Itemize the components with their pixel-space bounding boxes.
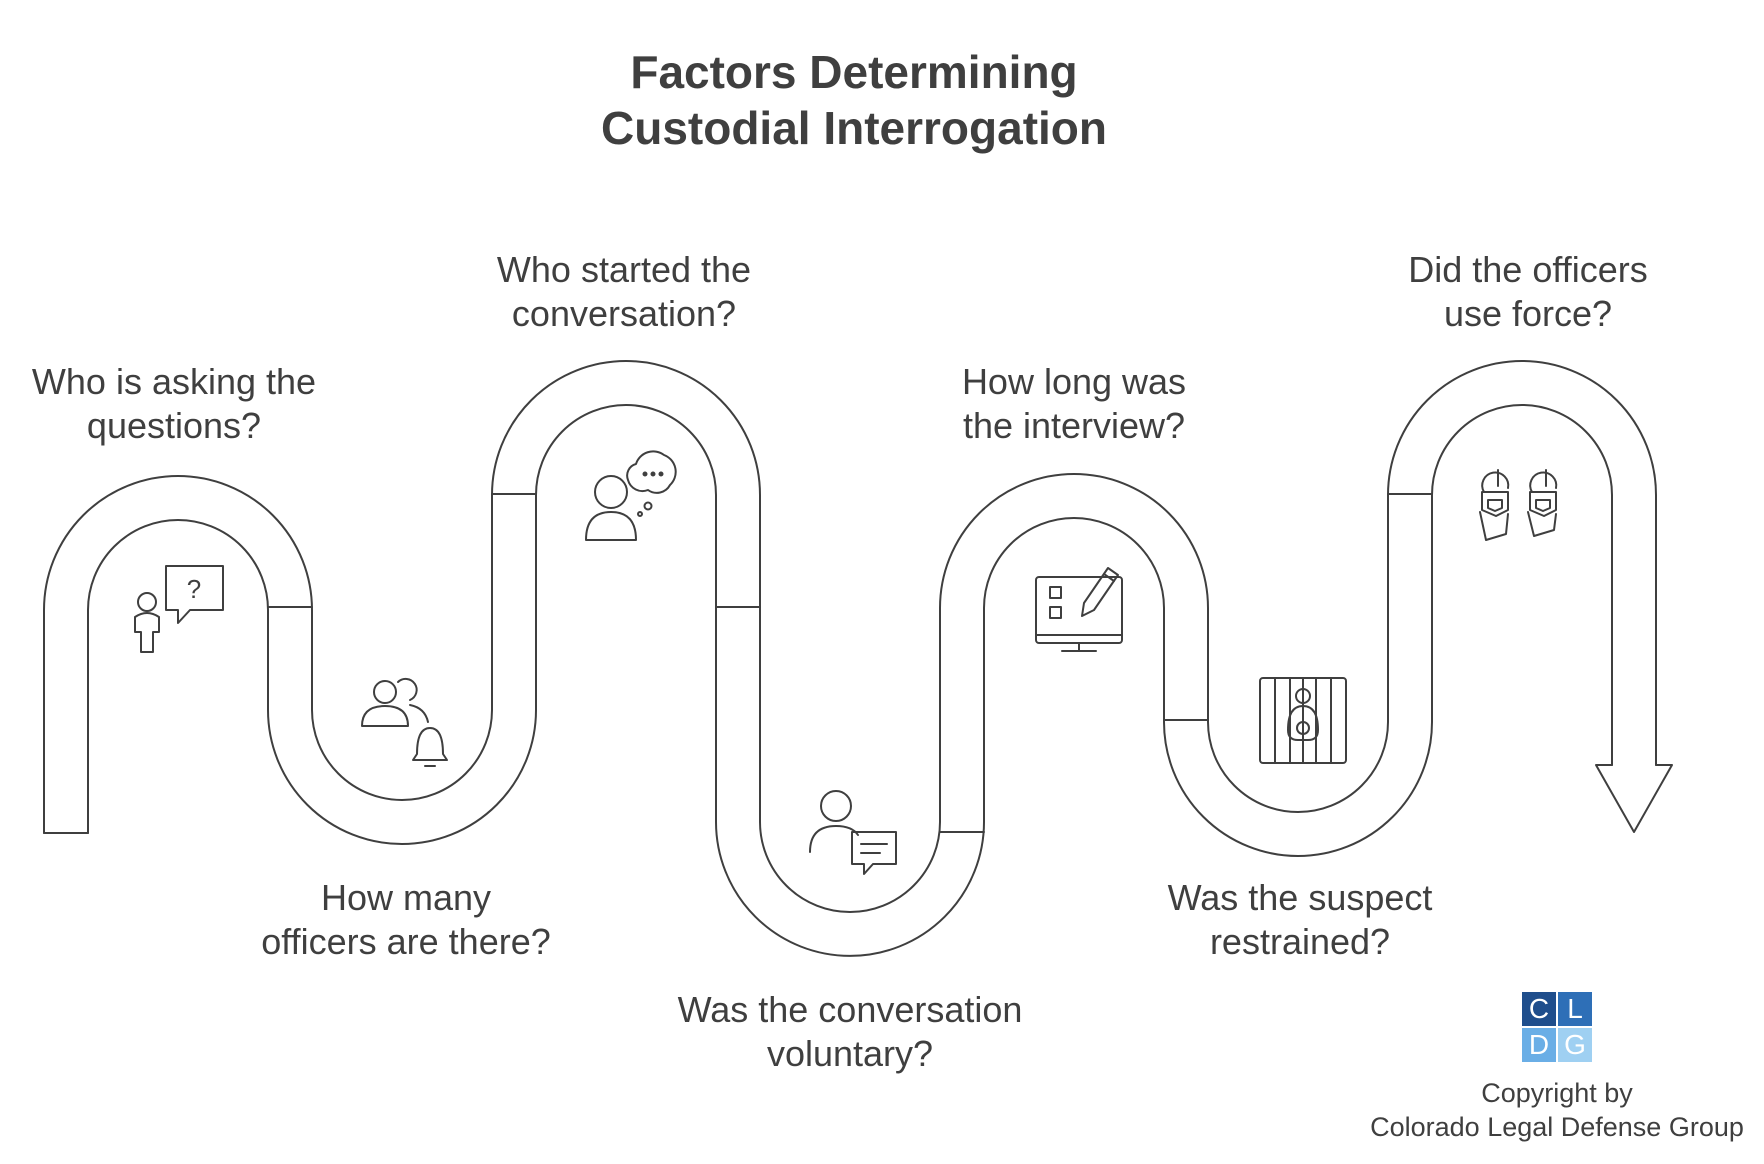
copyright-line-1: Copyright by bbox=[1481, 1078, 1633, 1108]
step-label-force: Did the officers use force? bbox=[1408, 249, 1648, 334]
copyright-notice: Copyright by Colorado Legal Defense Grou… bbox=[1350, 1076, 1764, 1144]
person-question-icon: ? bbox=[134, 565, 224, 653]
title-line-2: Custodial Interrogation bbox=[601, 102, 1107, 154]
person-chat-icon bbox=[809, 790, 897, 875]
step-label-asking: Who is asking the questions? bbox=[31, 361, 317, 446]
logo-cell-d: D bbox=[1522, 1028, 1556, 1062]
copyright-line-2: Colorado Legal Defense Group bbox=[1370, 1112, 1744, 1142]
path-arrowhead bbox=[1595, 764, 1673, 833]
step-label-duration: How long was the interview? bbox=[961, 361, 1187, 446]
path-inner-edge bbox=[87, 404, 1613, 957]
person-thinking-icon bbox=[585, 450, 677, 541]
logo-cell-g: G bbox=[1558, 1028, 1592, 1062]
step-label-started: Who started the conversation? bbox=[496, 249, 752, 334]
prisoner-bars-icon bbox=[1259, 677, 1347, 764]
officers-badge-icon bbox=[1479, 469, 1558, 541]
title-line-1: Factors Determining bbox=[630, 46, 1078, 98]
step-label-officers: How many officers are there? bbox=[261, 877, 551, 962]
step-label-restrained: Was the suspect restrained? bbox=[1167, 877, 1433, 962]
diagram-title: Factors Determining Custodial Interrogat… bbox=[0, 44, 1708, 156]
monitor-checklist-icon bbox=[1035, 567, 1123, 652]
logo-cell-c: C bbox=[1522, 992, 1556, 1026]
step-label-voluntary: Was the conversation voluntary? bbox=[677, 989, 1023, 1074]
logo-cell-l: L bbox=[1558, 992, 1592, 1026]
svg-text:?: ? bbox=[187, 574, 201, 604]
path-outer-edge bbox=[43, 360, 1657, 913]
group-alert-icon bbox=[361, 677, 448, 767]
cldg-logo: C L D G bbox=[1522, 992, 1592, 1062]
